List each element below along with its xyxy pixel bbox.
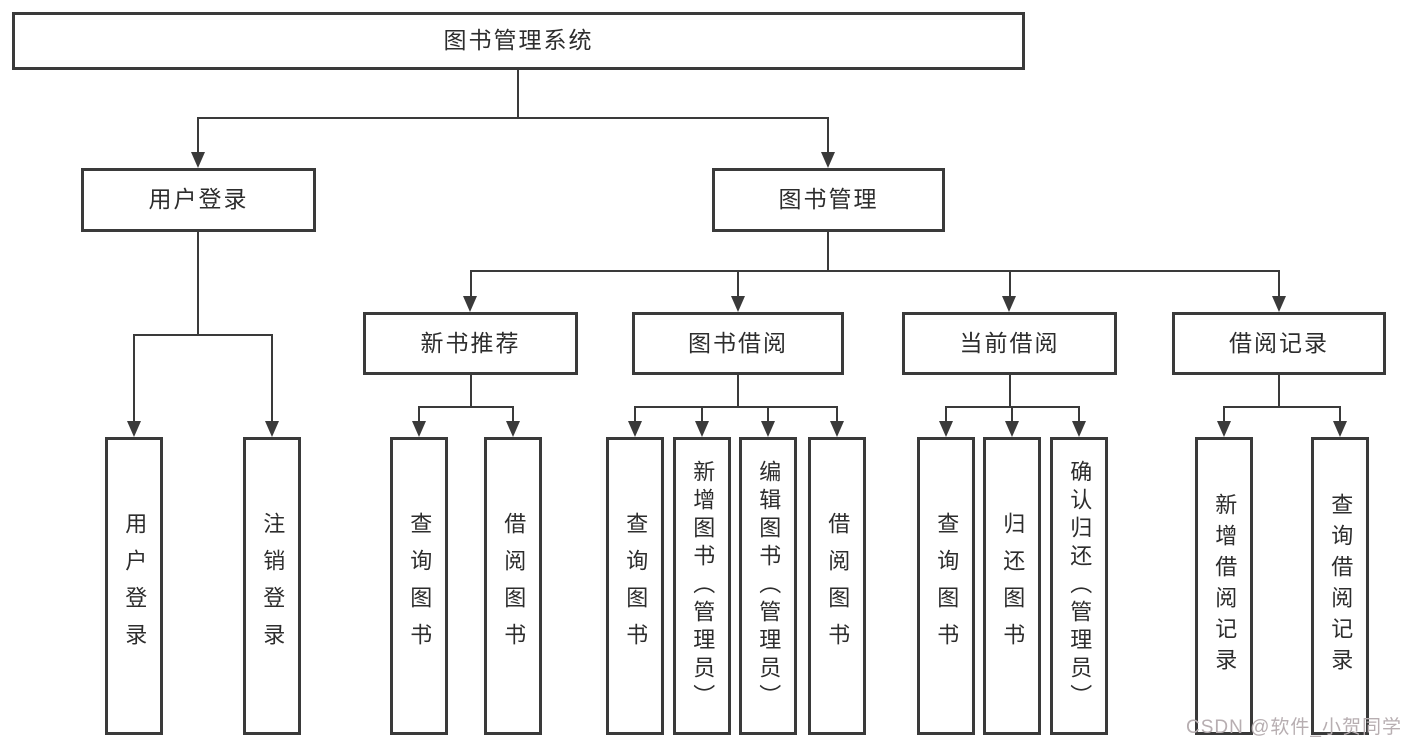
connector-line — [737, 270, 739, 297]
connector-line — [634, 406, 636, 422]
connector-line — [1009, 270, 1011, 297]
leaf-br-add-borrow-record: 新增借阅记录 — [1195, 437, 1253, 735]
leaf-cb-query-book: 查询图书 — [917, 437, 975, 735]
arrowhead-down-icon — [1005, 421, 1019, 437]
arrowhead-down-icon — [731, 296, 745, 312]
node-book-management: 图书管理 — [712, 168, 945, 232]
connector-line — [418, 406, 514, 408]
connector-line — [517, 69, 519, 119]
arrowhead-down-icon — [1072, 421, 1086, 437]
arrowhead-down-icon — [412, 421, 426, 437]
connector-line — [1223, 406, 1225, 422]
connector-line — [197, 232, 199, 336]
arrowhead-down-icon — [506, 421, 520, 437]
leaf-logout: 注销登录 — [243, 437, 301, 735]
connector-line — [827, 232, 829, 272]
connector-line — [945, 406, 947, 422]
arrowhead-down-icon — [463, 296, 477, 312]
leaf-user-login: 用户登录 — [105, 437, 163, 735]
connector-line — [418, 406, 420, 422]
node-current-borrowing: 当前借阅 — [902, 312, 1117, 375]
leaf-nb-query-book: 查询图书 — [390, 437, 448, 735]
leaf-nb-borrow-book: 借阅图书 — [484, 437, 542, 735]
node-user-login: 用户登录 — [81, 168, 316, 232]
watermark-text: CSDN @软件_小贺同学 — [1186, 717, 1402, 738]
arrowhead-down-icon — [191, 152, 205, 168]
arrowhead-down-icon — [695, 421, 709, 437]
leaf-cb-confirm-return-admin: 确认归还（管理员） — [1050, 437, 1108, 735]
leaf-cb-return-book: 归还图书 — [983, 437, 1041, 735]
connector-line — [1009, 374, 1011, 408]
arrowhead-down-icon — [265, 421, 279, 437]
connector-line — [271, 334, 273, 422]
connector-line — [827, 117, 829, 153]
connector-line — [470, 270, 472, 297]
connector-line — [512, 406, 514, 422]
connector-line — [197, 117, 199, 153]
arrowhead-down-icon — [939, 421, 953, 437]
connector-line — [197, 117, 829, 119]
connector-line — [133, 334, 273, 336]
connector-line — [470, 374, 472, 408]
connector-line — [1078, 406, 1080, 422]
arrowhead-down-icon — [1272, 296, 1286, 312]
connector-line — [133, 334, 135, 422]
node-new-book-recommendation: 新书推荐 — [363, 312, 578, 375]
connector-line — [1339, 406, 1341, 422]
arrowhead-down-icon — [1333, 421, 1347, 437]
connector-line — [1278, 374, 1280, 408]
leaf-bb-query-book: 查询图书 — [606, 437, 664, 735]
connector-line — [737, 374, 739, 408]
arrowhead-down-icon — [830, 421, 844, 437]
leaf-bb-borrow-book: 借阅图书 — [808, 437, 866, 735]
connector-line — [836, 406, 838, 422]
connector-line — [701, 406, 703, 422]
leaf-br-query-borrow-record: 查询借阅记录 — [1311, 437, 1369, 735]
connector-line — [1011, 406, 1013, 422]
connector-line — [1223, 406, 1341, 408]
arrowhead-down-icon — [761, 421, 775, 437]
arrowhead-down-icon — [127, 421, 141, 437]
arrowhead-down-icon — [1002, 296, 1016, 312]
node-book-borrowing: 图书借阅 — [632, 312, 844, 375]
connector-line — [634, 406, 838, 408]
leaf-bb-edit-book-admin: 编辑图书（管理员） — [739, 437, 797, 735]
arrowhead-down-icon — [1217, 421, 1231, 437]
node-borrowing-records: 借阅记录 — [1172, 312, 1386, 375]
node-library-management-system: 图书管理系统 — [12, 12, 1025, 70]
connector-line — [767, 406, 769, 422]
connector-line — [470, 270, 1280, 272]
leaf-bb-add-book-admin: 新增图书（管理员） — [673, 437, 731, 735]
connector-line — [1278, 270, 1280, 297]
arrowhead-down-icon — [821, 152, 835, 168]
arrowhead-down-icon — [628, 421, 642, 437]
